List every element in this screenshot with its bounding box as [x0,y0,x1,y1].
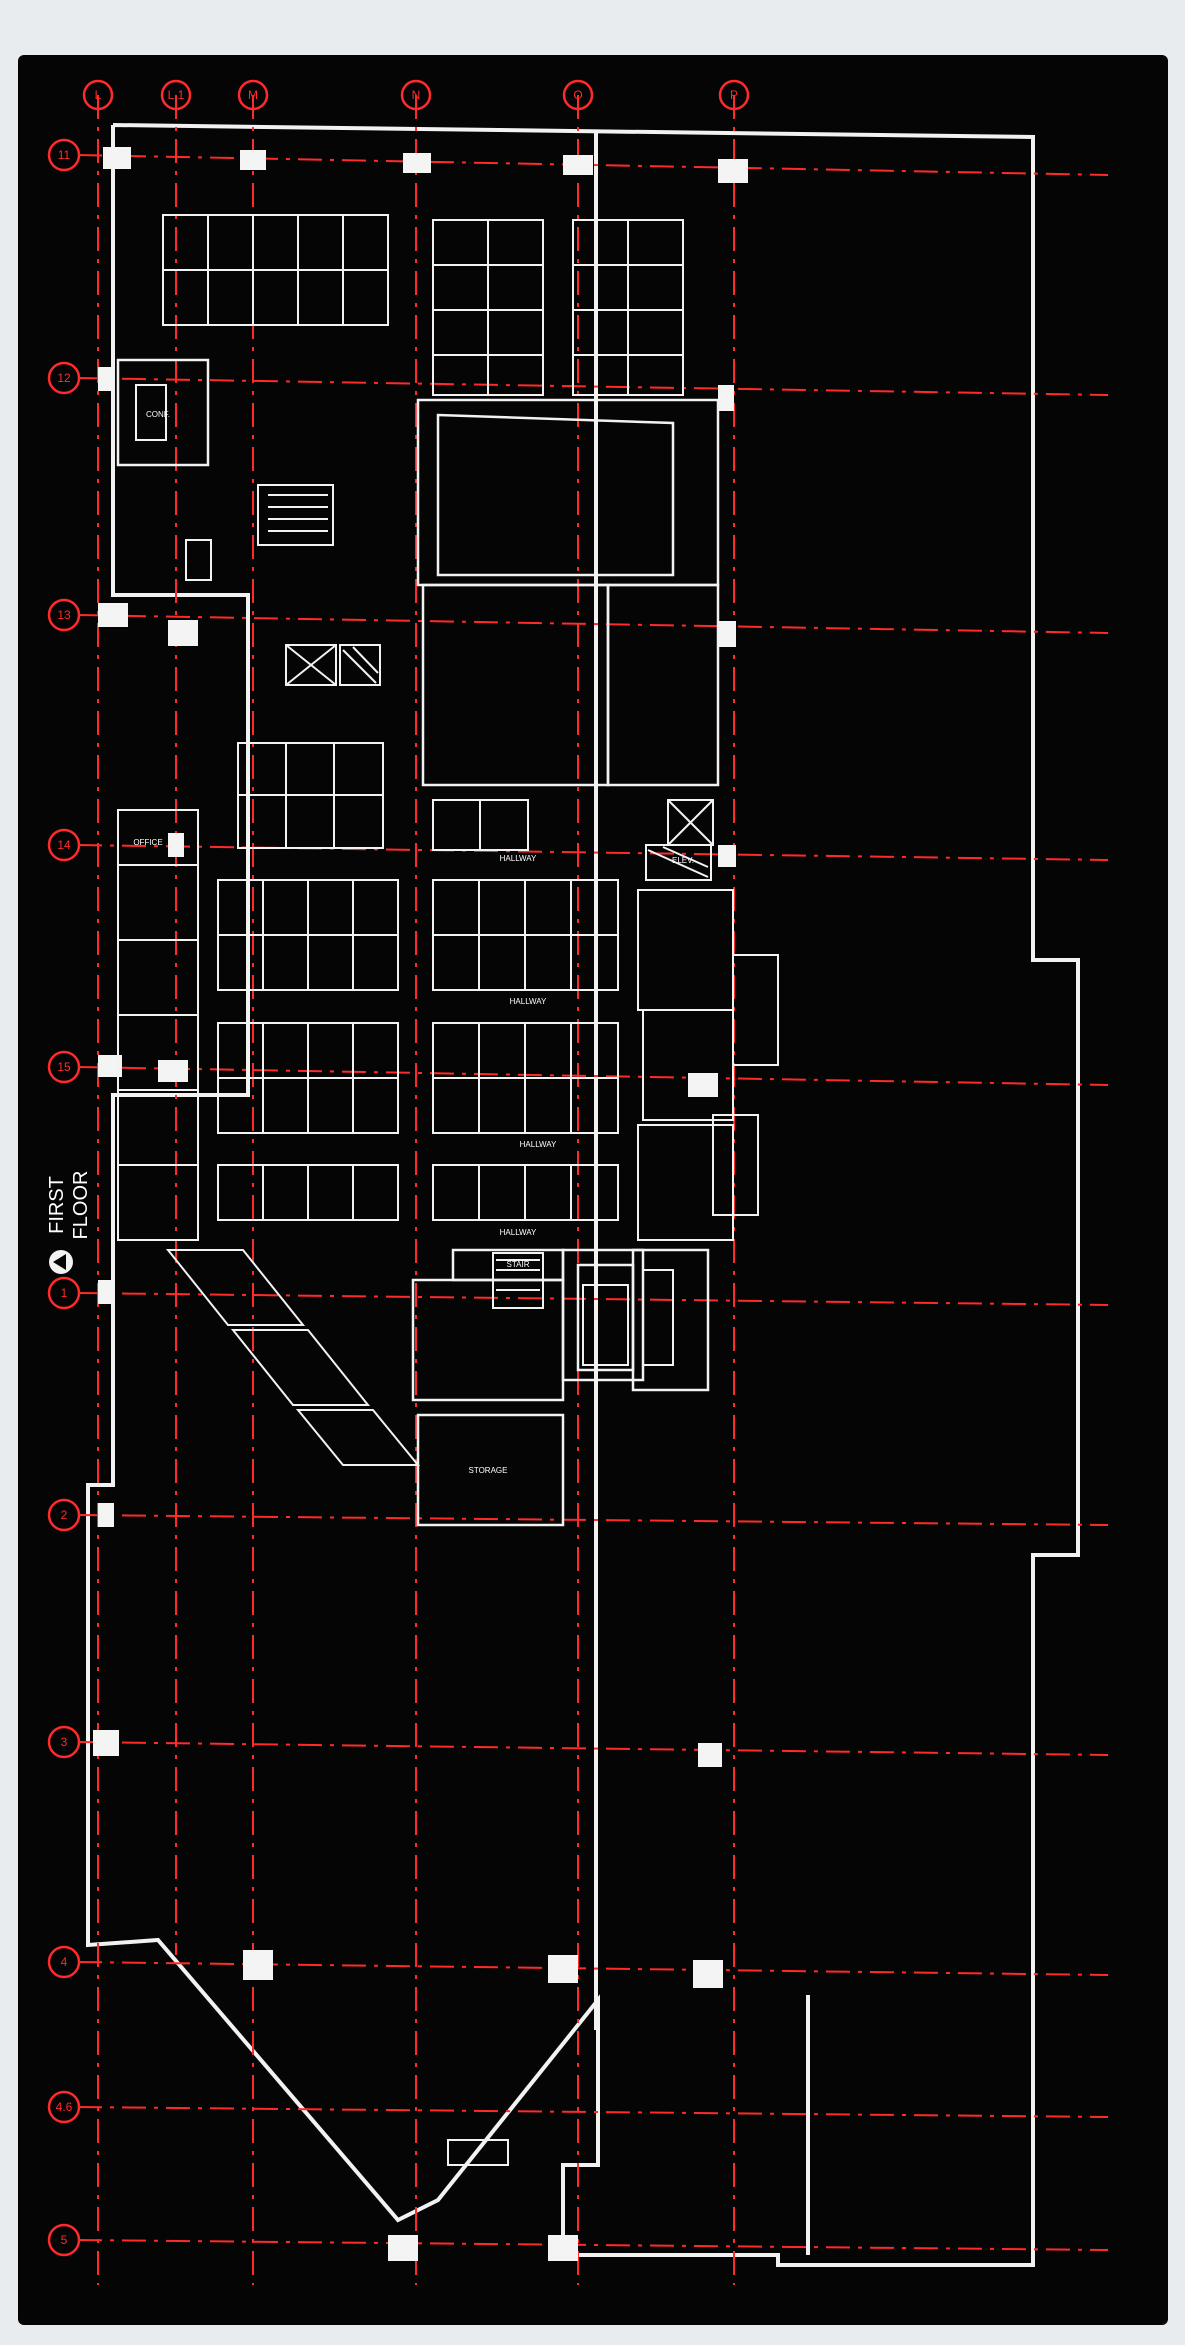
large-rooms [116,358,720,1527]
grid-lines [77,95,1109,2285]
grid-label-m: M [248,88,258,102]
elevator-label: ELEV. [672,856,694,865]
grid-label-4-6: 4.6 [56,2100,73,2114]
grid-label-14: 14 [57,838,71,852]
grid-bubbles-left [47,138,81,2257]
grid-bubbles-top [82,79,750,111]
office-pods-north [162,214,684,396]
conference-tables [135,384,674,2166]
grid-label-1: 1 [61,1286,68,1300]
building-outline [86,123,1080,2267]
storage-label: STORAGE [469,1466,508,1475]
grid-labels-left: 11 12 13 14 15 1 2 3 4 4.6 5 [56,148,73,2247]
hallway-label-4: HALLWAY [500,854,537,863]
grid-label-3: 3 [61,1735,68,1749]
hallway-label-2: HALLWAY [520,1140,557,1149]
grid-label-l1: L.1 [168,88,185,102]
structural-columns [93,147,748,2261]
grid-label-12: 12 [57,371,71,385]
title-line-1: FIRST [46,1176,68,1234]
stairs-elevators [185,484,714,1309]
north-arrow-icon [49,1250,73,1274]
west-strip-offices [117,809,421,1466]
room-labels: HALLWAY HALLWAY HALLWAY HALLWAY ELEV. ST… [133,410,694,1475]
hallway-label-3: HALLWAY [500,1228,537,1237]
page-title: FIRST FLOOR [46,1171,92,1240]
grid-label-p: P [730,88,738,102]
stair-label: STAIR [507,1260,530,1269]
grid-label-4: 4 [61,1955,68,1969]
grid-label-11: 11 [58,148,71,162]
grid-label-5: 5 [61,2233,68,2247]
grid-labels-top: L L.1 M N O P [95,88,738,102]
floor-plan: FIRST FLOOR L L.1 M N O P 11 12 13 14 15… [46,79,1109,2285]
office-pods-central [217,742,619,1221]
grid-label-15: 15 [57,1060,71,1074]
conference-label: CONF. [146,410,170,419]
east-wing-rooms [637,889,779,1241]
monitor-screen: FIRST FLOOR L L.1 M N O P 11 12 13 14 15… [18,55,1168,2325]
grid-label-2: 2 [61,1508,68,1522]
grid-label-l: L [95,88,102,102]
grid-label-o: O [573,88,582,102]
grid-label-13: 13 [57,608,71,622]
title-line-2: FLOOR [70,1171,92,1240]
office-label: OFFICE [133,838,162,847]
hallway-label-1: HALLWAY [510,997,547,1006]
grid-label-n: N [412,88,421,102]
